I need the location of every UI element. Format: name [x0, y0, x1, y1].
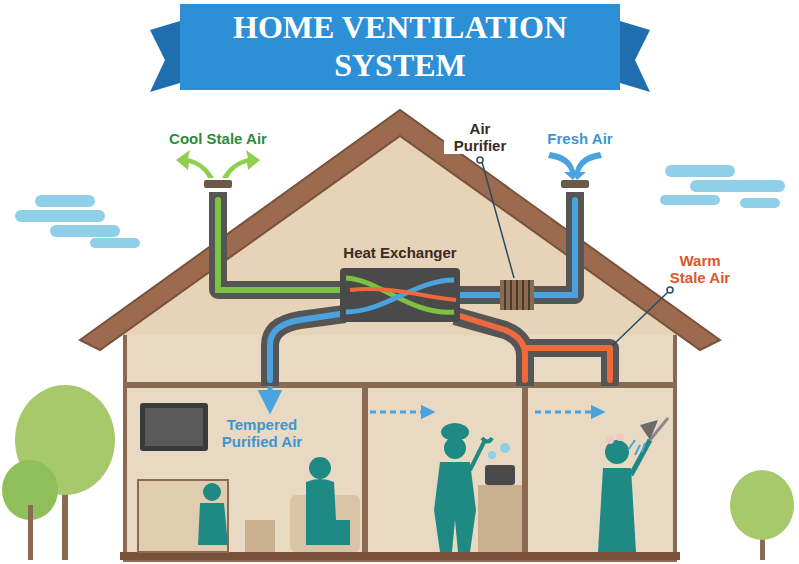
shower-person [598, 418, 668, 552]
house [110, 130, 690, 335]
cloud [35, 195, 95, 207]
air-purifier-filter [500, 280, 534, 310]
heat-exchanger [340, 268, 460, 322]
title-banner [180, 4, 620, 90]
air-flow [270, 314, 340, 380]
house [80, 110, 720, 350]
shower-person [628, 440, 645, 455]
living-room [138, 403, 360, 552]
cloud [90, 238, 140, 248]
vent-cap [561, 180, 589, 188]
room-airflow-arrow [535, 411, 598, 414]
duct [270, 314, 345, 386]
kitchen-cook [478, 485, 522, 552]
shower-person [598, 468, 636, 552]
intake-arrow [570, 152, 602, 180]
leader-line [477, 157, 483, 163]
living-room [138, 480, 228, 552]
exhaust-arrow [222, 150, 260, 178]
shower-person [606, 436, 614, 444]
kitchen-cook [444, 437, 466, 459]
leader-line [477, 157, 673, 346]
airflow-label: Tempered Purified Air [212, 416, 312, 450]
title-text: HOME VENTILATION SYSTEM [185, 8, 615, 84]
airflow-label: Cool Stale Air [158, 130, 278, 147]
living-room [140, 403, 208, 451]
house [522, 388, 528, 556]
kitchen-cook [434, 423, 522, 552]
part-label: Air Purifier [444, 120, 516, 154]
living-room [306, 479, 350, 545]
air-flow [525, 348, 610, 380]
living-room [198, 503, 228, 545]
airflow-label: Fresh Air [535, 130, 625, 147]
house [80, 110, 720, 560]
cloud [690, 180, 785, 192]
air-flow [218, 200, 340, 290]
cloud [50, 225, 120, 237]
air-flow [218, 200, 610, 380]
tree [28, 505, 33, 560]
vent-cap [204, 180, 589, 188]
kitchen-cook [434, 462, 476, 552]
house [362, 388, 368, 556]
house [125, 330, 675, 560]
cloud [15, 210, 105, 222]
airflow-label: Warm Stale Air [660, 252, 740, 286]
kitchen-cook [488, 451, 496, 459]
kitchen-cook [485, 465, 515, 485]
duct [525, 348, 610, 386]
heat-exchanger [340, 268, 460, 322]
air-flow [460, 316, 525, 380]
heat-exchanger [350, 289, 456, 300]
cloud [740, 198, 780, 208]
exhaust-arrow [176, 150, 260, 178]
living-room [203, 483, 221, 501]
vent-cap [204, 180, 232, 188]
air-purifier-filter [500, 280, 534, 310]
shower-person [616, 433, 624, 441]
room-airflow-arrow [270, 386, 598, 412]
duct [218, 192, 345, 290]
heat-exchanger [346, 278, 454, 312]
duct [455, 192, 575, 295]
leader-line [667, 287, 673, 293]
intake-arrow [548, 152, 602, 180]
cloud [660, 195, 720, 205]
cloud [665, 165, 735, 177]
part-label: Heat Exchanger [325, 244, 475, 261]
room-airflow-arrow [268, 386, 273, 402]
title-banner [150, 4, 650, 92]
room-airflow-arrow [370, 411, 428, 414]
house [125, 382, 675, 388]
house [120, 552, 680, 560]
duct [218, 192, 610, 386]
living-room [309, 457, 331, 479]
tree [730, 470, 794, 540]
air-purifier-filter [505, 280, 529, 310]
shower-person [640, 420, 658, 440]
leader-line [612, 292, 668, 346]
living-room [145, 408, 203, 446]
kitchen-cook [500, 443, 510, 453]
exhaust-arrow [176, 150, 214, 178]
leader-line [482, 162, 514, 278]
living-room [245, 520, 275, 552]
duct [455, 316, 525, 386]
